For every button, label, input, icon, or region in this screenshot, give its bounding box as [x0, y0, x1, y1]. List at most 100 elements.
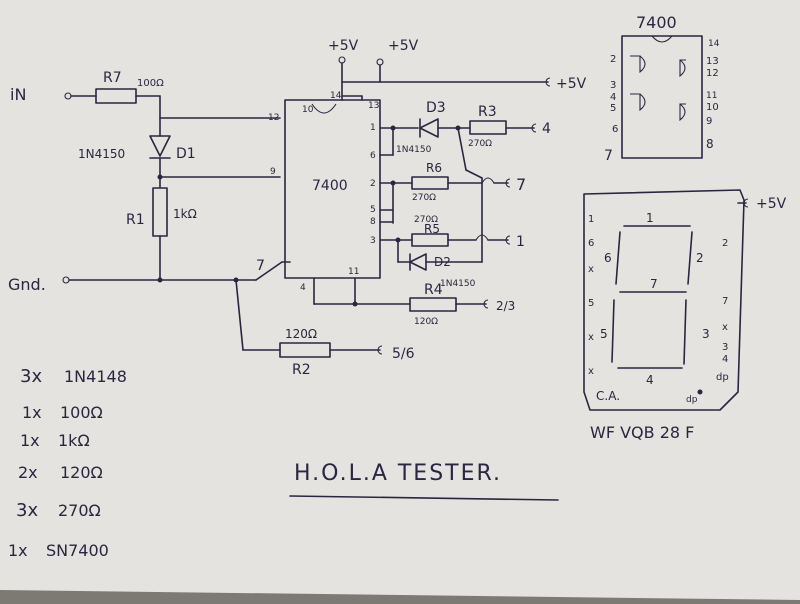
display-left-pin-x1: x: [588, 264, 594, 275]
d3-part: 1N4150: [396, 145, 432, 155]
out-7-label: 7: [516, 175, 526, 194]
pinout-right-10: 10: [706, 102, 719, 113]
d2-part: 1N4150: [440, 279, 476, 289]
r6-name: R6: [426, 161, 442, 175]
display-left-pin-x2: x: [588, 332, 594, 343]
bom-item-3: 1kΩ: [58, 431, 90, 450]
ic-pin-1: 1: [370, 123, 376, 133]
segment-label-4: 4: [646, 373, 654, 387]
display-segments: [611, 225, 693, 369]
display-right-pin-dp: dp: [716, 372, 729, 383]
d3-name: D3: [426, 100, 446, 116]
ic-7400: [284, 99, 381, 279]
bom-qty-3: 1x: [20, 431, 40, 450]
gnd-label: Gnd.: [8, 275, 46, 294]
pinout-right-11: 11: [706, 91, 717, 101]
ic-pin-12: 12: [268, 113, 279, 123]
display-right-pin-4: 4: [722, 354, 728, 365]
display-right-pin-2: 2: [722, 238, 728, 249]
d1-name: D1: [176, 146, 196, 162]
display-right-pin-7: 7: [722, 296, 728, 307]
ic-pin-4: 4: [300, 283, 306, 293]
diode-d1: [149, 135, 171, 157]
pinout-right-9: 9: [706, 116, 712, 127]
bom-item-1: 1N4148: [64, 367, 127, 386]
segment-label-6: 6: [604, 251, 612, 265]
out-56-terminal: [377, 345, 383, 355]
pinout-left-5: 5: [610, 103, 616, 114]
segment-label-1: 1: [646, 211, 654, 225]
r3-name: R3: [478, 104, 497, 120]
segment-label-5: 5: [600, 327, 608, 341]
out-4-label: 4: [542, 121, 551, 137]
r3-value: 270Ω: [468, 139, 492, 149]
r1-value: 1kΩ: [173, 207, 197, 221]
r7-value: 100Ω: [137, 78, 164, 89]
pinout-body: [621, 35, 703, 159]
pinout-right-12: 12: [706, 68, 719, 79]
ic-pin-9: 9: [270, 167, 276, 177]
r1-name: R1: [126, 212, 145, 228]
title: H.O.L.A TESTER.: [294, 461, 502, 486]
display-part-label: WF VQB 28 F: [590, 423, 694, 442]
r4-name: R4: [424, 282, 443, 298]
bom-qty-1: 3x: [20, 366, 42, 387]
vcc-a-label: +5V: [328, 38, 359, 54]
ic-name: 7400: [312, 178, 348, 194]
r4-value: 120Ω: [414, 317, 438, 327]
bom-qty-2: 1x: [22, 403, 42, 422]
bom-item-4: 120Ω: [60, 463, 103, 482]
segment-upper-right: [687, 231, 693, 285]
pinout-left-7: 7: [604, 148, 613, 164]
r6-value: 270Ω: [412, 193, 436, 203]
out-23-label: 2/3: [496, 299, 515, 313]
bom-list: 3x 1N4148 1x 100Ω 1x 1kΩ 2x 120Ω 3x 270Ω…: [8, 366, 127, 560]
title-underline: [289, 495, 559, 501]
bom-qty-6: 1x: [8, 541, 28, 560]
pinout-gates: [630, 55, 686, 122]
ic-pin-10: 10: [302, 105, 314, 115]
display-left-pin-6: 6: [588, 238, 594, 249]
r2-name: R2: [292, 362, 311, 378]
r2-value: 120Ω: [285, 327, 317, 341]
segment-lower-left: [611, 299, 615, 363]
d1-part: 1N4150: [78, 147, 125, 161]
pinout-left-3: 3: [610, 80, 616, 91]
display-right-pin-3: 3: [722, 342, 728, 353]
segment-label-2: 2: [696, 251, 704, 265]
segment-label-3: 3: [702, 327, 710, 341]
pinout-right-14: 14: [708, 39, 720, 49]
segment-upper-left: [615, 231, 621, 285]
vcc-b-label: +5V: [388, 38, 419, 54]
decimal-point: [697, 389, 703, 395]
bom-qty-5: 3x: [16, 500, 38, 521]
pinout-right-13: 13: [706, 56, 719, 67]
display-left-pin-1: 1: [588, 214, 594, 225]
bom-item-6: SN7400: [46, 541, 109, 560]
display-left-pin-5: 5: [588, 298, 594, 309]
display-ca-label: C.A.: [596, 389, 620, 403]
pinout-title: 7400: [636, 13, 677, 32]
in-label: iN: [10, 85, 26, 104]
ic-pin-8: 8: [370, 217, 376, 227]
r7-name: R7: [103, 70, 122, 86]
ic-pin-14: 14: [330, 91, 342, 101]
ic-pin-11: 11: [348, 267, 359, 277]
display-vcc-label: +5V: [756, 196, 787, 212]
ic-pin-2: 2: [370, 179, 376, 189]
bom-item-5: 270Ω: [58, 501, 101, 520]
ic-pin-5: 5: [370, 205, 376, 215]
out-56-label: 5/6: [392, 346, 415, 362]
segment-lower-right: [683, 299, 687, 365]
r5-value: 270Ω: [414, 215, 438, 225]
vcc-out-label: +5V: [556, 76, 587, 92]
pinout-left-4: 4: [610, 92, 616, 103]
switch: [255, 261, 283, 281]
r5-name: R5: [424, 222, 440, 236]
display-left-pin-x3: x: [588, 366, 594, 377]
ic-pin-13: 13: [368, 101, 379, 111]
bom-qty-4: 2x: [18, 463, 38, 482]
switch-label: 7: [256, 258, 265, 274]
